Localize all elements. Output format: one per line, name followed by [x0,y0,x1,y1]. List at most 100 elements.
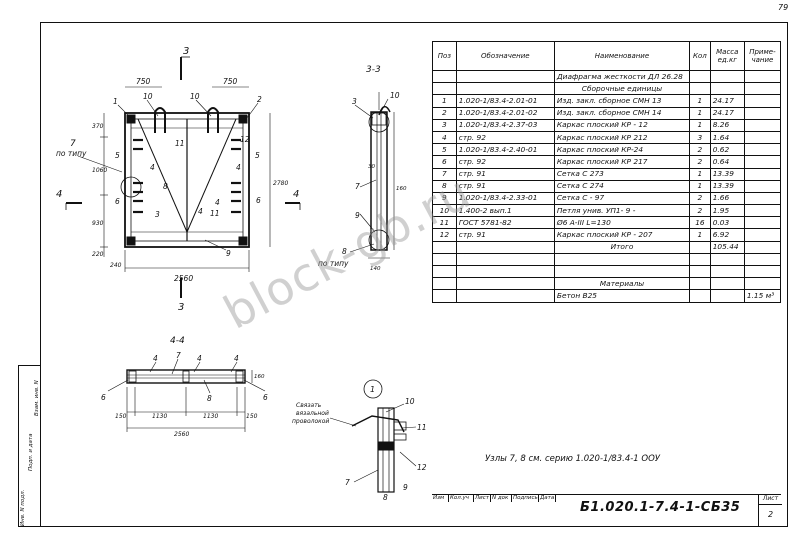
cell-empty [689,252,711,267]
cell-mass: 0.62 [709,143,745,157]
pos-label: 10 [190,92,200,101]
cell-des: ГОСТ 5781-82 [455,216,555,230]
cell-note [743,130,782,145]
col-note: Приме- чание [743,41,782,71]
pos-label: 10 [405,397,415,406]
po-tipu-main: по типу [56,149,87,158]
cell-mass: 0.64 [709,155,745,169]
cell-note [743,106,782,120]
stamp-field: Подп. и дата [28,433,34,471]
node-note: вязальной [296,410,329,417]
cell-empty [689,240,711,254]
cell-note [743,191,782,206]
pos-label: 4 [236,163,241,172]
cut-label-left: 4 [56,189,62,200]
pos-label: 4 [150,163,155,172]
dim-750-left: 750 [136,77,151,86]
cell-empty [455,289,555,303]
pos-label: 2 [257,95,262,104]
cell-empty [553,264,691,279]
spec-header-row: Поз Обозначение Наименование Кол Масса е… [432,41,782,71]
cell-note [743,167,782,181]
title-block-column: Дата [540,494,556,502]
cell-empty [432,277,457,291]
total-mass: 105.44 [709,240,745,254]
pos-label: 8 [383,493,388,502]
stamp-field: Взам. инв. N [34,380,40,416]
cell-empty [455,240,555,254]
pos-label: 7 [355,182,360,191]
pos-label: 11 [210,209,220,218]
pos-label: 4 [215,198,220,207]
cell-empty [553,252,691,267]
cut-label-bottom: 3 [178,302,184,313]
dim-240: 240 [110,262,122,269]
col-qty: Кол [689,41,711,71]
pos-label: 3 [352,97,357,106]
cell-empty [709,277,745,291]
spec-body: Диафрагма жесткости ДЛ 26.28 Сборочные е… [432,69,782,303]
pos-label: 10 [390,91,400,100]
cell-name: Сетка С 274 [553,179,691,193]
pos-label: 7 [176,351,181,360]
cell-note [743,155,782,169]
pos-label: 12 [417,463,427,472]
cell-des: 1.020-1/83.4-2.01-01 [455,94,555,108]
cell-empty [689,277,711,291]
table-row: Материалы [432,277,782,291]
cell-qty: 2 [689,143,711,157]
dim-160-44: 160 [254,374,265,380]
cell-empty [743,252,782,267]
dim-2560: 2560 [174,274,193,283]
pos-label: 8 [163,182,168,191]
pos-label: 8 [342,247,347,256]
node-note: Связать [296,402,322,409]
cell-name: Изд. закл. сборное СМН 14 [553,106,691,120]
dim-2780: 2780 [273,180,288,187]
materials-label: Материалы [553,277,691,291]
dim-1130-right: 1130 [203,413,218,420]
dim-150-left: 150 [115,413,127,420]
cell-qty: 3 [689,130,711,145]
cell-mass: 1.64 [709,130,745,145]
cell-des: стр. 91 [455,228,555,242]
drawing-code: Б1.020.1-7.4-1-СБ35 [580,500,741,515]
cell-qty: 1 [689,167,711,181]
table-row [432,264,782,279]
cell-empty [743,240,782,254]
pos-label: 6 [101,393,106,402]
cell-name: Сетка С - 97 [553,191,691,206]
dim-160-33: 160 [396,186,407,192]
dim-370: 370 [92,123,104,130]
cut-label-right: 4 [293,189,299,200]
cell-name: Каркас плоский КР 217 [553,155,691,169]
section-4-4-title: 4-4 [170,336,185,346]
pos-label: 11 [175,139,185,148]
cell-qty: 1 [689,106,711,120]
cell-pos: 2 [432,106,457,120]
cell-name: Каркас плоский КР - 12 [553,118,691,132]
title-block [432,494,781,528]
cell-empty [432,240,457,254]
pos-label: 3 [155,210,160,219]
cell-mass: 24.17 [709,94,745,108]
cell-mass: 1.66 [709,191,745,206]
dim-30: 30 [368,164,375,170]
main-elevation [65,56,301,298]
cell-empty [432,264,457,279]
title-block-column: Лист [474,494,491,502]
pos-label: 4 [153,354,158,363]
table-row: Диафрагма жесткости ДЛ 26.28 [432,69,782,84]
node-note: проволокой [292,418,329,425]
cell-des: стр. 92 [455,130,555,145]
cell-empty [689,289,711,303]
page-number: 79 [778,3,789,12]
cell-note [743,179,782,193]
